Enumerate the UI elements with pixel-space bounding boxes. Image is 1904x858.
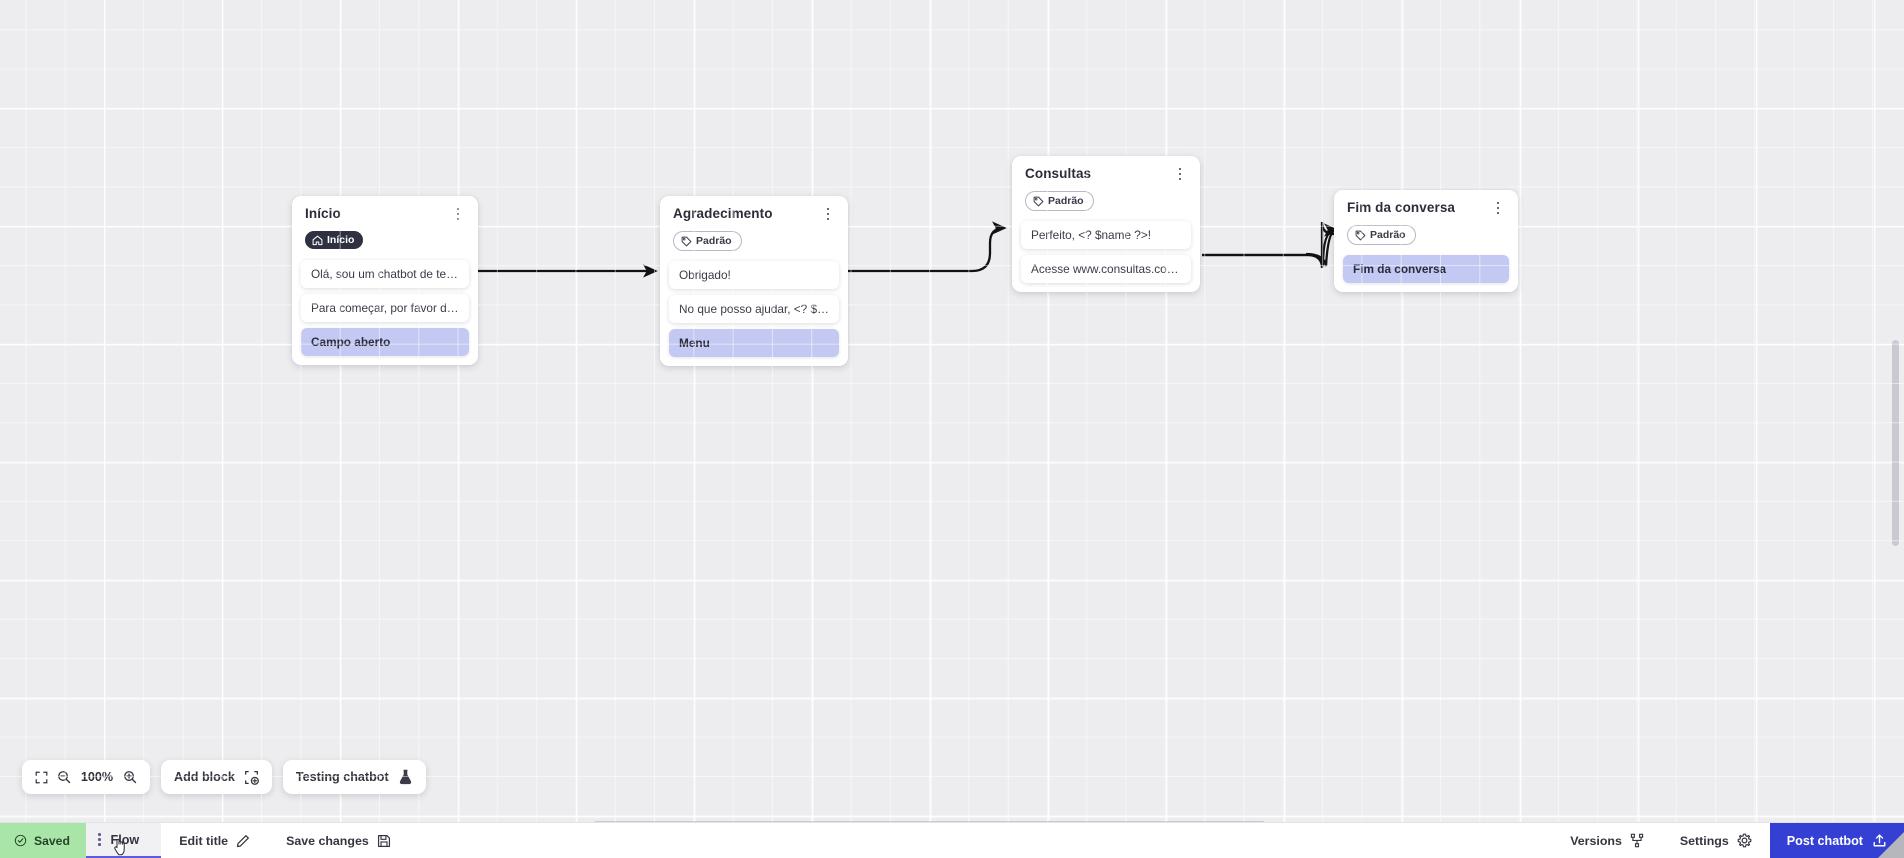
kebab-icon[interactable]	[94, 833, 105, 846]
flow-block-agradecimento[interactable]: Agradecimento Padrão Obrigado! No que po…	[660, 196, 848, 366]
block-tag-default[interactable]: Padrão	[673, 231, 742, 251]
settings-label: Settings	[1679, 833, 1729, 848]
status-bar-left: Saved Flow Edit title Save changes	[0, 823, 409, 858]
block-tag-default[interactable]: Padrão	[1347, 225, 1416, 245]
block-menu-icon[interactable]	[450, 205, 466, 223]
tag-icon	[1033, 196, 1044, 206]
block-menu-icon[interactable]	[1490, 199, 1506, 217]
flow-block-fim-da-conversa[interactable]: Fim da conversa Padrão Fim da conversa	[1334, 190, 1518, 292]
edit-title-button[interactable]: Edit title	[161, 823, 268, 858]
edge-agradecimento-consultas	[848, 221, 1007, 273]
saved-label: Saved	[34, 833, 70, 848]
block-menu-icon[interactable]	[820, 205, 836, 223]
block-row[interactable]: Olá, sou um chatbot de teste!	[301, 259, 469, 288]
block-tag-label: Início	[327, 233, 355, 246]
edge-consultas-fim-arrow	[1305, 223, 1339, 267]
edge-consultas-fim	[1202, 221, 1335, 269]
flow-block-inicio[interactable]: Início Início Olá, sou um chatbot de tes…	[292, 196, 478, 365]
canvas-toolbar: 100% Add block	[22, 760, 426, 794]
block-tag-row: Início	[301, 223, 469, 251]
block-header: Início	[301, 206, 469, 223]
zoom-level: 100%	[80, 770, 114, 784]
add-block-icon	[244, 770, 259, 785]
block-header: Fim da conversa	[1343, 200, 1509, 217]
fit-screen-icon[interactable]	[35, 771, 48, 784]
block-row[interactable]: Acesse www.consultas.com par...	[1021, 254, 1191, 283]
testing-chatbot-button[interactable]: Testing chatbot	[282, 760, 426, 794]
save-changes-label: Save changes	[286, 833, 369, 848]
versions-button[interactable]: Versions	[1552, 823, 1662, 858]
block-header: Agradecimento	[669, 206, 839, 223]
block-row[interactable]: No que posso ajudar, <? $name ...	[669, 294, 839, 323]
gear-icon	[1737, 833, 1752, 848]
block-tag-label: Padrão	[1048, 194, 1084, 207]
settings-button[interactable]: Settings	[1662, 823, 1770, 858]
window-resize-grip[interactable]	[1878, 832, 1904, 858]
block-tag-start[interactable]: Início	[305, 231, 364, 249]
block-title: Fim da conversa	[1347, 200, 1456, 215]
block-rows: Obrigado! No que posso ajudar, <? $name …	[669, 260, 839, 357]
block-row[interactable]: Obrigado!	[669, 260, 839, 289]
mouse-cursor	[114, 838, 125, 856]
block-row[interactable]: Perfeito, <? $name ?>!	[1021, 220, 1191, 249]
vertical-scrollbar[interactable]	[1892, 340, 1899, 546]
block-title: Início	[305, 206, 341, 221]
branch-icon	[1630, 833, 1644, 848]
block-header: Consultas	[1021, 166, 1191, 183]
edge-consultas-fim-tail	[1202, 229, 1335, 267]
zoom-controls: 100%	[22, 760, 150, 794]
pencil-icon	[236, 834, 250, 847]
block-tag-default[interactable]: Padrão	[1025, 191, 1094, 211]
block-row-highlighted[interactable]: Menu	[669, 328, 839, 357]
block-tag-row: Padrão	[1343, 217, 1509, 246]
status-bar-right: Versions Settings Post chatbot	[1552, 823, 1904, 858]
post-chatbot-label: Post chatbot	[1786, 833, 1863, 848]
zoom-out-icon[interactable]	[57, 770, 71, 784]
save-changes-button[interactable]: Save changes	[268, 823, 409, 858]
block-row-highlighted[interactable]: Fim da conversa	[1343, 254, 1509, 283]
block-tag-row: Padrão	[669, 223, 839, 252]
home-icon	[312, 235, 323, 245]
tag-icon	[1355, 230, 1366, 240]
floppy-icon	[377, 834, 390, 847]
tag-icon	[681, 236, 692, 246]
block-rows: Perfeito, <? $name ?>! Acesse www.consul…	[1021, 220, 1191, 283]
block-menu-icon[interactable]	[1172, 165, 1188, 183]
edit-title-label: Edit title	[179, 833, 229, 848]
block-row[interactable]: Para começar, por favor digite o ...	[301, 293, 469, 322]
versions-label: Versions	[1570, 833, 1622, 848]
block-tag-label: Padrão	[696, 234, 732, 247]
block-rows: Olá, sou um chatbot de teste! Para começ…	[301, 259, 469, 356]
status-badge-saved: Saved	[0, 823, 86, 858]
zoom-in-icon[interactable]	[123, 770, 137, 784]
check-circle-icon	[14, 834, 27, 847]
block-row-highlighted[interactable]: Campo aberto	[301, 327, 469, 356]
flask-icon	[398, 769, 413, 785]
block-rows: Fim da conversa	[1343, 254, 1509, 283]
add-block-label: Add block	[174, 770, 235, 784]
block-tag-row: Padrão	[1021, 183, 1191, 212]
status-bar: Saved Flow Edit title Save changes	[0, 822, 1904, 858]
flow-block-consultas[interactable]: Consultas Padrão Perfeito, <? $name ?>! …	[1012, 156, 1200, 292]
block-tag-label: Padrão	[1370, 228, 1406, 241]
block-title: Consultas	[1025, 166, 1092, 181]
tab-flow[interactable]: Flow	[85, 823, 162, 858]
post-chatbot-button[interactable]: Post chatbot	[1769, 823, 1904, 858]
add-block-button[interactable]: Add block	[161, 760, 272, 794]
testing-chatbot-label: Testing chatbot	[295, 770, 389, 784]
block-title: Agradecimento	[673, 206, 773, 221]
